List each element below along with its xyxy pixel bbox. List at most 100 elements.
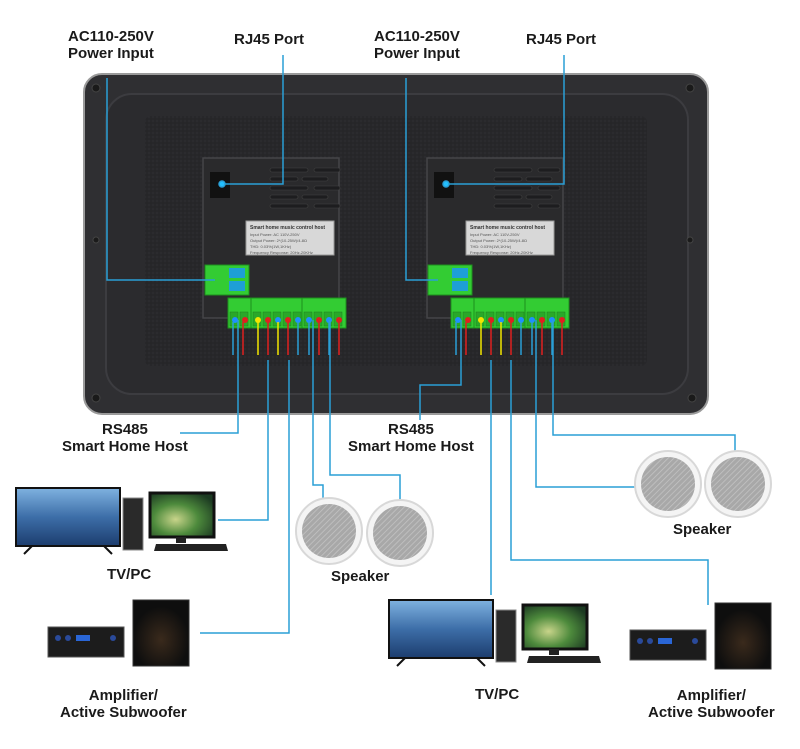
label-amplifier-right: Amplifier/ Active Subwoofer bbox=[648, 687, 775, 721]
tv-pc-image bbox=[388, 599, 601, 667]
terminal-pin bbox=[539, 317, 545, 323]
terminal-pin bbox=[529, 317, 535, 323]
sticker-line: THD: 0.03%(1W,1KHz) bbox=[470, 244, 512, 249]
terminal-pin bbox=[465, 317, 471, 323]
amplifier-knob bbox=[647, 638, 653, 644]
terminal-pin bbox=[295, 317, 301, 323]
amplifier-knob bbox=[692, 638, 698, 644]
wire-speaker1-right bbox=[535, 320, 635, 488]
terminal-pin bbox=[455, 317, 461, 323]
label-line: RS485 bbox=[101, 421, 148, 438]
wire-amp-right bbox=[510, 360, 709, 605]
amplifier-display bbox=[658, 638, 672, 644]
subwoofer bbox=[714, 602, 772, 670]
label-line: Power Input bbox=[68, 45, 154, 62]
label-line: Active Subwoofer bbox=[648, 704, 775, 721]
terminal-pin bbox=[285, 317, 291, 323]
terminal-pin bbox=[559, 317, 565, 323]
wire-tvpc-left bbox=[218, 360, 269, 521]
monitor-stand bbox=[176, 537, 186, 543]
terminal-pin bbox=[336, 317, 342, 323]
sticker-line: THD: 0.03%(1W,1KHz) bbox=[250, 244, 292, 249]
terminal-pin bbox=[265, 317, 271, 323]
subwoofer bbox=[132, 599, 190, 667]
terminal-pin bbox=[478, 317, 484, 323]
label-rs485-right: RS485 Smart Home Host bbox=[348, 421, 474, 455]
sticker-line: Frequency Response: 20Hz-20KHz bbox=[250, 250, 313, 255]
wire-speaker2-right bbox=[552, 320, 736, 452]
pc-tower bbox=[122, 497, 144, 551]
sticker-line: Input Power: AC 110V-250V bbox=[250, 232, 300, 237]
amplifier bbox=[47, 626, 125, 658]
device-sticker-right bbox=[465, 220, 555, 256]
label-line: AC110-250V bbox=[374, 28, 460, 45]
speaker-grill bbox=[302, 504, 356, 558]
label-speaker-right: Speaker bbox=[673, 521, 732, 538]
amplifier-knob bbox=[55, 635, 61, 641]
label-power-input-left: AC110-250V Power Input bbox=[68, 28, 154, 62]
amplifier-knob bbox=[65, 635, 71, 641]
sticker-line: Frequency Response: 20Hz-20KHz bbox=[470, 250, 533, 255]
label-tvpc-left: TV/PC bbox=[107, 566, 152, 583]
screw bbox=[685, 83, 695, 93]
tv-stand bbox=[23, 545, 113, 555]
amplifier-subwoofer-image bbox=[629, 602, 772, 670]
amplifier-subwoofer-image bbox=[47, 599, 190, 667]
label-line: Amplifier/ bbox=[88, 687, 158, 704]
label-tvpc-right: TV/PC bbox=[475, 686, 520, 703]
label-line: RS485 bbox=[387, 421, 434, 438]
control-host-device: Smart home music control host Input Powe… bbox=[83, 73, 709, 415]
wire-rj45-right bbox=[446, 55, 565, 185]
pc-tower bbox=[495, 609, 517, 663]
label-line: Smart Home Host bbox=[62, 438, 188, 455]
wire-rs485-right bbox=[419, 320, 462, 420]
label-power-input-right: AC110-250V Power Input bbox=[374, 28, 460, 62]
terminal-pin bbox=[498, 317, 504, 323]
screw bbox=[91, 393, 101, 403]
terminal-pin bbox=[316, 317, 322, 323]
screw bbox=[686, 236, 694, 244]
label-line: Smart Home Host bbox=[348, 438, 474, 455]
label-rj45-port-left: RJ45 Port bbox=[234, 31, 305, 48]
sticker-line: Input Power: AC 110V-250V bbox=[470, 232, 520, 237]
speaker-grill bbox=[711, 457, 765, 511]
wire-power-left bbox=[106, 78, 215, 281]
terminal-pin bbox=[488, 317, 494, 323]
screw bbox=[92, 236, 100, 244]
wire-speaker1-left bbox=[312, 320, 324, 500]
label-line: Active Subwoofer bbox=[60, 704, 187, 721]
pc-monitor bbox=[521, 603, 589, 651]
pc-monitor bbox=[148, 491, 216, 539]
wire-speaker2-left bbox=[329, 320, 401, 500]
rj45-indicator-left bbox=[218, 180, 226, 188]
sticker-line: Output Power: 2*(10-25W)/4-8Ω bbox=[250, 238, 307, 243]
label-line: AC110-250V bbox=[68, 28, 154, 45]
amplifier bbox=[629, 629, 707, 661]
sticker-title: Smart home music control host bbox=[250, 225, 325, 231]
amplifier-knob bbox=[110, 635, 116, 641]
terminal-pin bbox=[306, 317, 312, 323]
label-line: Amplifier/ bbox=[676, 687, 746, 704]
label-line: Power Input bbox=[374, 45, 460, 62]
speaker-grill bbox=[373, 506, 427, 560]
rj45-indicator-right bbox=[442, 180, 450, 188]
tv-screen bbox=[388, 599, 494, 659]
terminal-pin bbox=[255, 317, 261, 323]
label-rs485-left: RS485 Smart Home Host bbox=[62, 421, 188, 455]
power-terminal-screw bbox=[229, 281, 245, 291]
tv-pc-image bbox=[15, 487, 228, 555]
keyboard bbox=[527, 656, 601, 663]
wire-power-right bbox=[405, 78, 438, 281]
screw bbox=[687, 393, 697, 403]
keyboard bbox=[154, 544, 228, 551]
label-rj45-port-right: RJ45 Port bbox=[526, 31, 597, 48]
wire-amp-left bbox=[200, 360, 290, 634]
amplifier-display bbox=[76, 635, 90, 641]
sticker-title: Smart home music control host bbox=[470, 225, 545, 231]
terminal-pin bbox=[508, 317, 514, 323]
label-amplifier-left: Amplifier/ Active Subwoofer bbox=[60, 687, 187, 721]
monitor-stand bbox=[549, 649, 559, 655]
terminal-pin bbox=[275, 317, 281, 323]
screw bbox=[91, 83, 101, 93]
